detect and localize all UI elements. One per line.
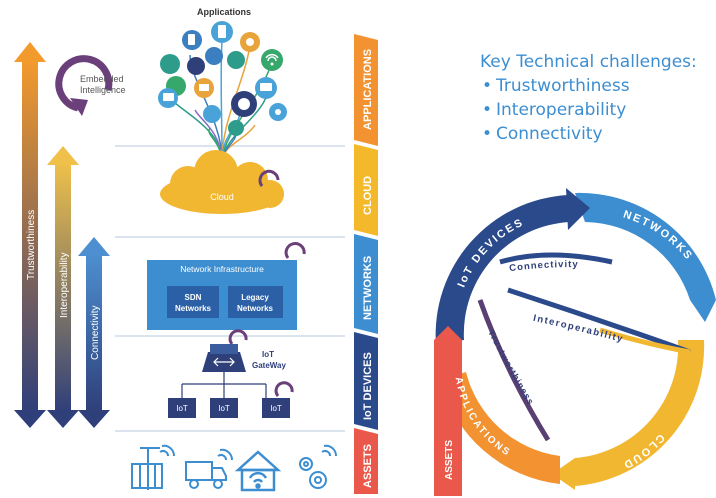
iot-node-1: [168, 398, 196, 418]
ring-iot-arrowhead: [566, 188, 590, 230]
sdn-label: SDN: [185, 293, 202, 302]
applications-title: Applications: [197, 7, 251, 17]
gateway-name-label: GateWay: [252, 361, 286, 370]
intelligence-label: Intelligence: [80, 85, 126, 95]
gateway-label: IoT: [262, 350, 274, 359]
wifi-icon: [261, 49, 283, 71]
ring-networks-arrowhead: [690, 300, 716, 322]
legacy-networks-label: Networks: [237, 304, 274, 313]
stack-label-assets: ASSETS: [354, 428, 378, 494]
interoperability-curve-blue: [507, 287, 691, 355]
stack-label-networks: NETWORKS: [354, 234, 378, 334]
trustworthiness-curve: [477, 299, 551, 442]
sdn-box: [167, 286, 219, 318]
iot-gateway-icon: [202, 344, 246, 372]
connectivity-label: Connectivity: [90, 306, 101, 360]
loop-arrow-icon: [258, 169, 280, 187]
svg-text:APPLICATIONS: APPLICATIONS: [362, 49, 374, 130]
iot-node-label: IoT: [270, 404, 282, 413]
truck-icon: [185, 448, 234, 489]
loop-arrow-icon: [228, 329, 248, 345]
iot-node-2: [210, 398, 238, 418]
gears-icon: [299, 444, 338, 489]
embedded-label: Embedded: [80, 74, 124, 84]
iot-node-label: IoT: [176, 404, 188, 413]
iot-node-label: IoT: [218, 404, 230, 413]
loop-arrow-icon: [284, 242, 306, 259]
ring-interoperability-label: Interoperability: [532, 313, 625, 345]
svg-text:CLOUD: CLOUD: [362, 176, 374, 215]
challenge-item: •Trustworthiness: [482, 76, 630, 96]
connectivity-curve: [499, 252, 613, 265]
embedded-intelligence-icon: [55, 55, 113, 116]
cloud-shape: [160, 150, 284, 214]
trustworthiness-arrow: Trustworthiness: [14, 42, 46, 428]
interoperability-label: Interoperability: [59, 252, 70, 318]
legacy-label: Legacy: [241, 293, 269, 302]
ring-networks-segment: [575, 192, 716, 300]
challenge-item: •Connectivity: [482, 124, 603, 144]
share-icon: [203, 105, 221, 123]
smart-home-icon: [234, 450, 282, 492]
connectivity-arrow: Connectivity: [78, 237, 110, 428]
svg-text:NETWORKS: NETWORKS: [362, 256, 374, 320]
ring-connectivity-label: Connectivity: [509, 259, 579, 274]
ring-assets-arrow: [434, 326, 462, 496]
container-crane-icon: [131, 444, 176, 490]
challenges-panel: Key Technical challenges: •Trustworthine…: [480, 50, 710, 146]
ring-assets-label: ASSETS: [444, 440, 455, 480]
speaker-icon: [227, 51, 245, 69]
gateway-links: [181, 372, 267, 398]
chat-icon: [160, 54, 180, 74]
cloud-label: Cloud: [210, 192, 234, 202]
legacy-box: [228, 286, 283, 318]
ring-cloud-arrowhead: [552, 458, 575, 490]
interoperability-curve-yellow: [599, 327, 691, 355]
interoperability-arrow: Interoperability: [47, 146, 79, 428]
app-icons: [158, 21, 287, 136]
ring-trustworthiness-label: Trustworthiness: [486, 328, 536, 407]
challenge-item: •Interoperability: [482, 100, 627, 120]
svg-text:IoT DEVICES: IoT DEVICES: [362, 352, 374, 420]
stack-label-cloud: CLOUD: [354, 144, 378, 236]
trustworthiness-label: Trustworthiness: [26, 210, 37, 280]
sdn-networks-label: Networks: [175, 304, 212, 313]
ring-applications-segment: [440, 372, 560, 484]
loop-arrow-icon: [274, 381, 294, 397]
stack-label-applications: APPLICATIONS: [354, 34, 378, 146]
challenges-list: •Trustworthiness •Interoperability •Conn…: [480, 74, 710, 146]
svg-text:ASSETS: ASSETS: [362, 444, 374, 488]
network-infrastructure-label: Network Infrastructure: [180, 264, 264, 274]
ring-cloud-segment: [575, 340, 705, 486]
fan-icon: [205, 47, 223, 65]
chat-icon-2: [228, 120, 244, 136]
stack-label-iot-devices: IoT DEVICES: [354, 332, 378, 430]
iot-node-3: [262, 398, 290, 418]
people-icon: [187, 57, 205, 75]
challenges-title: Key Technical challenges:: [480, 52, 697, 72]
ring-networks-label: NETWORKS: [622, 208, 695, 262]
